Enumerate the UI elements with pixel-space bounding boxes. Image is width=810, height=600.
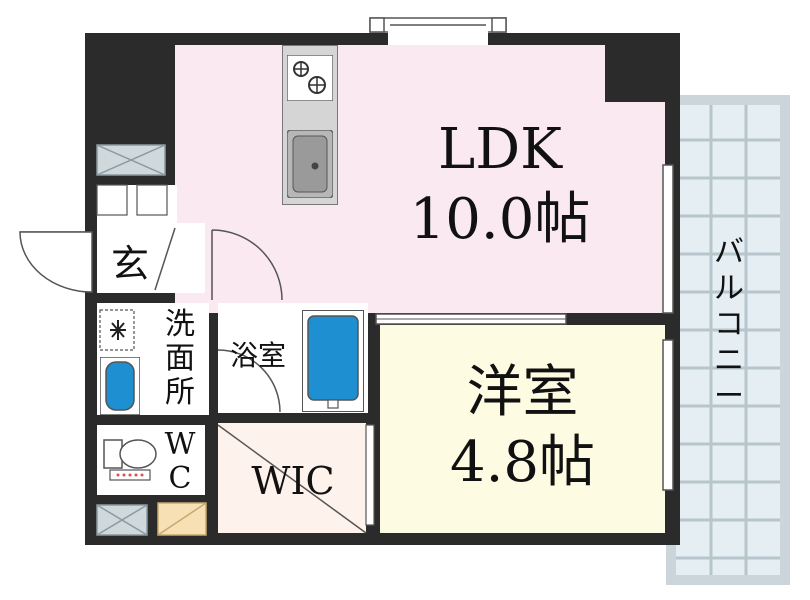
western-floor <box>380 325 665 533</box>
western-name: 洋室 <box>466 360 579 425</box>
wic-label: WIC <box>251 459 335 503</box>
balcony-char-4: ニ <box>714 343 744 378</box>
bath-label: 浴室 <box>229 339 286 372</box>
washer-icon <box>110 320 126 340</box>
toilet-char-1: W <box>164 427 196 462</box>
western-size: 4.8帖 <box>449 430 596 495</box>
entrance-floor <box>97 223 205 293</box>
ldk-size: 10.0帖 <box>409 187 591 252</box>
balcony-char-1: バ <box>714 235 744 270</box>
bathtub-icon <box>302 310 364 412</box>
washroom-char-2: 面 <box>165 341 195 376</box>
ldk-floor-ext <box>175 213 375 313</box>
entrance-label: 玄 <box>110 242 149 286</box>
toilet-char-2: C <box>168 461 192 496</box>
balcony-char-3: コ <box>714 307 744 342</box>
washroom-char-1: 洗 <box>165 307 195 342</box>
wash-basin-icon <box>100 357 140 415</box>
washroom-char-3: 所 <box>165 375 195 410</box>
ldk-name: LDK <box>438 117 562 182</box>
ldk-corner-wall <box>605 45 665 102</box>
sink-icon <box>287 130 333 198</box>
balcony <box>666 95 790 585</box>
balcony-char-2: ル <box>714 271 744 306</box>
balcony-label: バ ル コ ニ ー <box>706 238 752 418</box>
washroom-label: 洗 面 所 <box>158 310 202 412</box>
toilet-label: W C <box>160 430 200 498</box>
stove-icon <box>287 55 333 101</box>
balcony-char-5: ー <box>714 379 744 414</box>
